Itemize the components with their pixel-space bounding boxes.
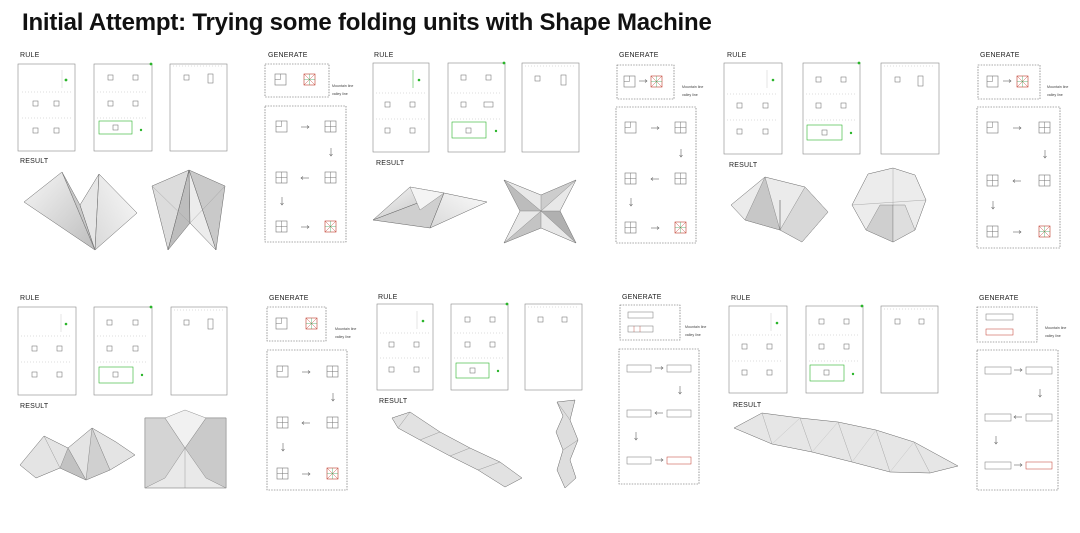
rule-label-3: RULE	[727, 52, 747, 59]
rule-panel-3c	[880, 62, 940, 155]
mountain-line-label-1: Mountain line	[332, 84, 354, 88]
rule-panel-5a	[376, 303, 434, 391]
rule-label-5: RULE	[378, 294, 398, 301]
rule-panel-1b	[93, 62, 153, 152]
generate-sequence-5	[618, 348, 700, 485]
generate-rule-box-5	[619, 304, 681, 341]
generate-label-2: GENERATE	[619, 52, 659, 59]
generate-rule-box-2	[616, 64, 675, 100]
rule-panel-5c	[524, 303, 583, 391]
generate-rule-box-1	[264, 63, 330, 98]
generate-sequence-6	[976, 349, 1059, 491]
valley-line-label-2: valley line	[682, 93, 698, 97]
rule-panel-4a	[17, 306, 77, 396]
rule-panel-4b	[93, 305, 153, 396]
generate-label-3: GENERATE	[980, 52, 1020, 59]
generate-label-4: GENERATE	[269, 295, 309, 302]
generate-sequence-2	[615, 106, 697, 244]
valley-line-label-5: valley line	[685, 333, 701, 337]
valley-line-label-1: valley line	[332, 92, 348, 96]
generate-sequence-1	[264, 105, 347, 243]
rule-panel-2a	[372, 62, 430, 153]
rule-panel-4c	[170, 306, 228, 396]
result-model-1b	[151, 169, 226, 251]
result-label-3: RESULT	[729, 162, 758, 169]
rule-label-2: RULE	[374, 52, 394, 59]
rule-label-6: RULE	[731, 295, 751, 302]
generate-sequence-3	[976, 106, 1061, 249]
result-label-4: RESULT	[20, 403, 49, 410]
mountain-line-label-5: Mountain line	[685, 325, 707, 329]
rule-label-1: RULE	[20, 52, 40, 59]
rule-panel-6a	[728, 305, 788, 394]
rule-panel-6b	[805, 304, 864, 394]
generate-rule-box-4	[266, 306, 327, 342]
rule-panel-2b	[447, 61, 506, 153]
result-label-6: RESULT	[733, 402, 762, 409]
result-model-2a	[372, 186, 488, 229]
rule-panel-3b	[802, 61, 861, 155]
generate-label-5: GENERATE	[622, 294, 662, 301]
mountain-line-label-2: Mountain line	[682, 85, 704, 89]
mountain-line-label-4: Mountain line	[335, 327, 357, 331]
result-label-5: RESULT	[379, 398, 408, 405]
rule-panel-2c	[521, 62, 580, 153]
generate-label-6: GENERATE	[979, 295, 1019, 302]
generate-rule-box-6	[976, 306, 1038, 343]
result-label-1: RESULT	[20, 158, 49, 165]
result-label-2: RESULT	[376, 160, 405, 167]
valley-line-label-4: valley line	[335, 335, 351, 339]
generate-rule-box-3	[977, 64, 1041, 100]
valley-line-label-3: valley line	[1047, 93, 1063, 97]
result-model-2b	[503, 179, 577, 244]
result-model-6	[733, 412, 959, 474]
result-model-4b	[144, 409, 227, 489]
rule-panel-3a	[723, 62, 783, 155]
rule-panel-1a	[17, 63, 76, 152]
generate-sequence-4	[266, 349, 348, 491]
result-model-3a	[730, 176, 829, 243]
mountain-line-label-3: Mountain line	[1047, 85, 1069, 89]
valley-line-label-6: valley line	[1045, 334, 1061, 338]
result-model-3b	[851, 167, 927, 243]
result-model-1a	[23, 171, 138, 251]
result-model-5a	[391, 411, 523, 488]
result-model-5b	[555, 399, 579, 489]
page-title: Initial Attempt: Trying some folding uni…	[22, 9, 712, 36]
mountain-line-label-6: Mountain line	[1045, 326, 1067, 330]
rule-label-4: RULE	[20, 295, 40, 302]
rule-panel-1c	[169, 63, 228, 152]
rule-panel-5b	[450, 302, 509, 391]
rule-panel-6c	[880, 305, 939, 394]
result-model-4a	[19, 427, 136, 481]
generate-label-1: GENERATE	[268, 52, 308, 59]
